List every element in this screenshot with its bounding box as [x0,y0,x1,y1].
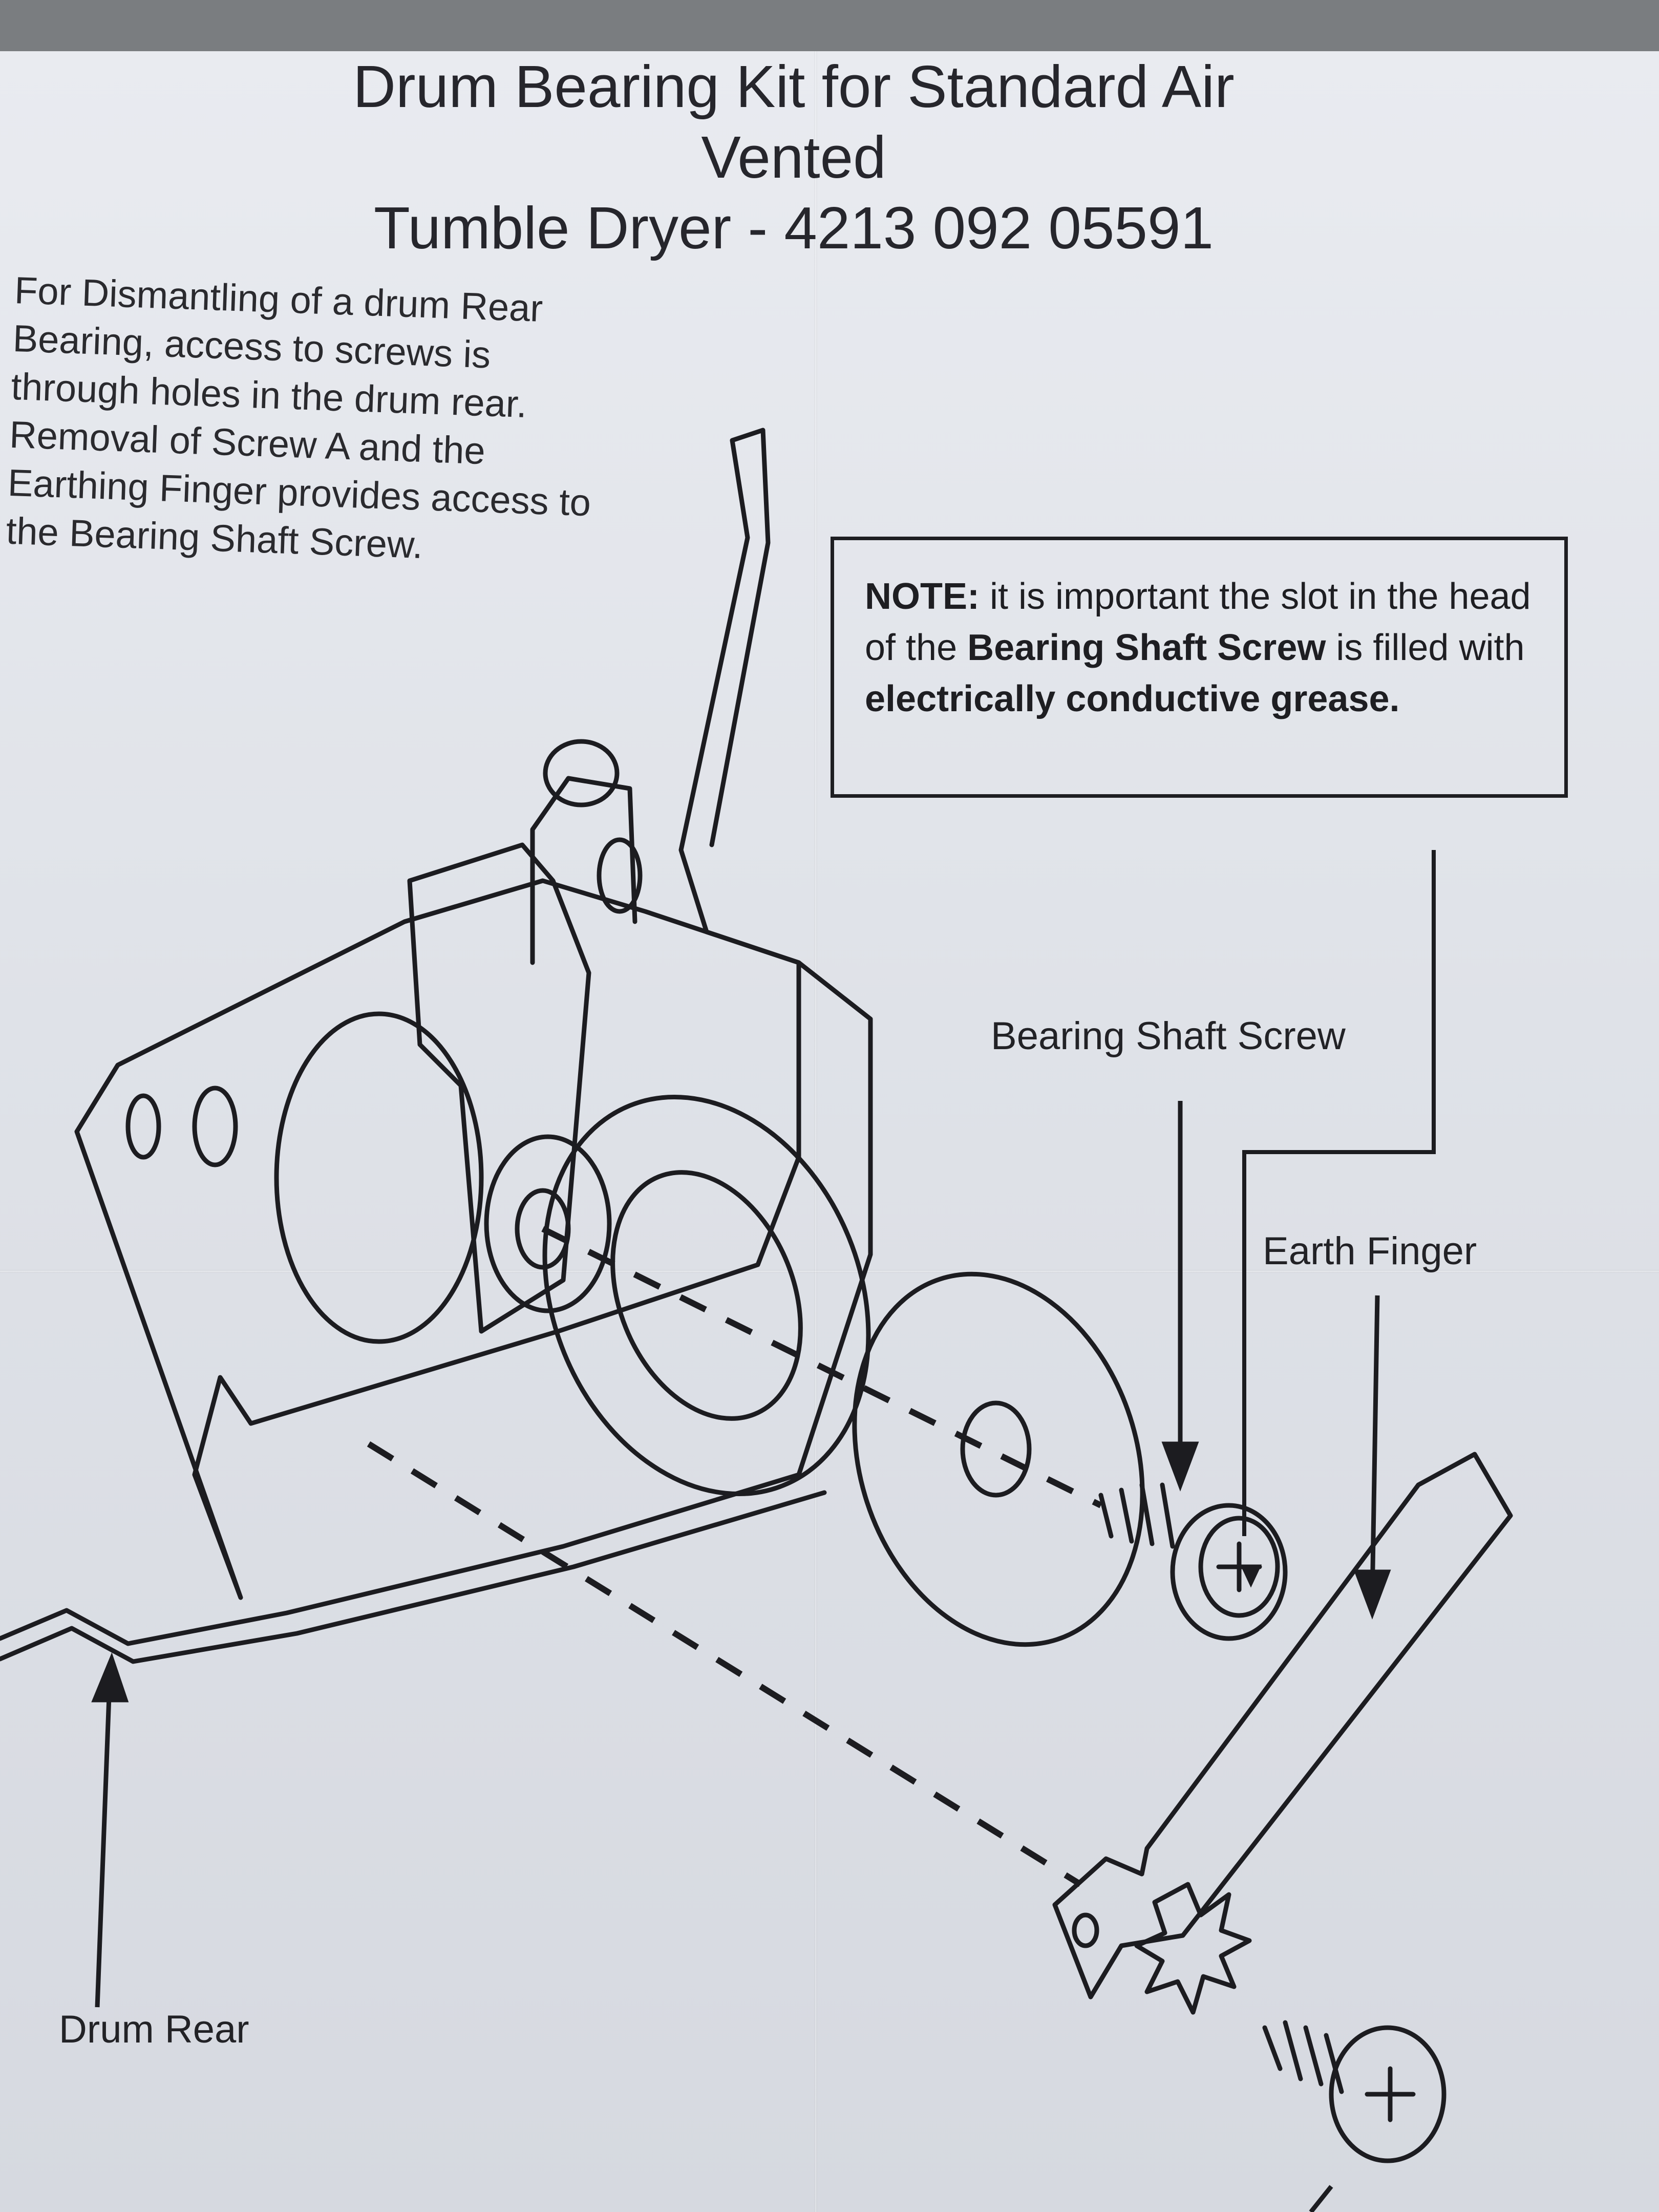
title-line: Tumble Dryer - 4213 092 05591 [374,195,1214,261]
paper-fold [814,51,817,2212]
bracket-tab [530,776,637,965]
earth-finger [1052,1452,1513,2000]
screw-thread [1262,2020,1344,2094]
cross-slot-icon [1365,2066,1416,2122]
earth-finger-hole [1072,1912,1099,1948]
arrowhead-icon [1161,1441,1199,1492]
label-earth-finger: Earth Finger [1263,1229,1477,1273]
alignment-line [541,1226,1102,1508]
note-bold: electrically conductive grease. [865,678,1400,719]
star-washer [1134,1882,1252,2015]
note-prefix: NOTE: [865,576,980,617]
label-bearing-shaft-screw: Bearing Shaft Screw [991,1014,1346,1058]
dismantling-instructions: For Dismantling of a drum Rear Bearing, … [5,266,721,580]
bearing-hub-inner [515,1188,571,1270]
screw-thread [1098,1482,1175,1549]
arrow-drum-rear [95,1669,113,2008]
label-drum-rear: Drum Rear [59,2008,249,2051]
alignment-line [367,1441,1082,1887]
page-title: Drum Bearing Kit for Standard Air Vented… [256,51,1331,263]
bearing-ring [542,1094,871,1497]
arrowhead-icon [1353,1569,1391,1620]
bracket-pin [543,739,620,807]
bearing-hub [484,1134,612,1313]
arrowhead-icon [91,1652,129,1703]
bearing-shaft-screw-head [1198,1516,1280,1618]
note-bold: Bearing Shaft Screw [967,627,1326,668]
bearing-shaft-screw [1170,1503,1288,1641]
note-text: is filled with [1326,627,1525,668]
bearing-housing [274,1011,484,1344]
washer-hole [960,1400,1032,1498]
note-box: NOTE: it is important the slot in the he… [831,537,1568,798]
washer [852,1271,1145,1647]
drum-rear-edge [0,428,873,1646]
bearing-bracket [74,878,801,1600]
mounting-hole [192,1086,238,1167]
bearing-ring-inner [610,1170,803,1421]
screw-a [1329,2025,1447,2163]
arrow-earth-finger [1370,1295,1380,1598]
bracket-hole [597,837,643,914]
arrowhead-icon [1240,1564,1262,1588]
note-leader-line [1242,850,1436,1536]
title-line: Drum Bearing Kit for Standard Air Vented [353,53,1235,190]
instruction-sheet [0,51,1659,2212]
note-text: it is important the slot in the head of … [865,576,1531,668]
drum-rear-edge [0,1490,827,1664]
arrow-screw-a [1309,2185,1333,2212]
mounting-hole [125,1093,161,1160]
paper-fold [0,1270,1659,1273]
